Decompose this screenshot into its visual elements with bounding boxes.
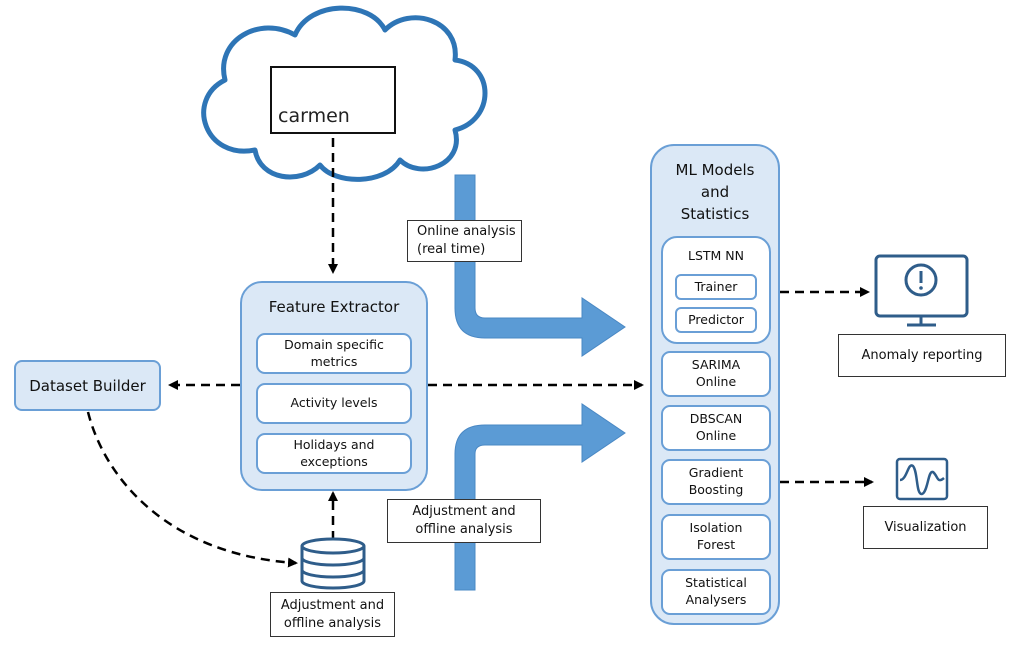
- feature-extractor: Feature Extractor Domain specific metric…: [240, 281, 428, 491]
- online-analysis-label: Online analysis (real time): [407, 220, 522, 262]
- model-isolation-forest: Isolation Forest: [661, 514, 771, 560]
- lstm-title: LSTM NN: [688, 248, 744, 263]
- lstm-predictor: Predictor: [675, 307, 757, 333]
- model-dbscan: DBSCAN Online: [661, 405, 771, 451]
- dataset-builder-title: Dataset Builder: [29, 376, 146, 395]
- online-flow-arrow: [454, 174, 626, 357]
- logo-text: carmen: [278, 105, 350, 127]
- model-gradient-boosting: Gradient Boosting: [661, 459, 771, 505]
- lstm-group: LSTM NN Trainer Predictor: [661, 236, 771, 344]
- monitor-alert-icon: [874, 254, 969, 327]
- ml-models-panel: ML Models and Statistics LSTM NN Trainer…: [650, 144, 780, 625]
- database-label: Adjustment and offline analysis: [270, 592, 395, 637]
- source-logo: carmen: [270, 66, 396, 134]
- feature-extractor-title: Feature Extractor: [268, 298, 400, 316]
- dataset-builder: Dataset Builder: [14, 360, 161, 411]
- offline-flow-arrow: [454, 403, 626, 591]
- model-statistical-analysers: Statistical Analysers: [661, 569, 771, 615]
- database-icon: [300, 537, 366, 590]
- visualization-label: Visualization: [863, 506, 988, 549]
- model-sarima: SARIMA Online: [661, 351, 771, 397]
- feature-item-holidays: Holidays and exceptions: [256, 433, 412, 474]
- offline-analysis-label: Adjustment and offline analysis: [387, 499, 541, 543]
- waveform-icon: [895, 457, 949, 501]
- ml-models-title: ML Models and Statistics: [675, 161, 755, 223]
- feature-item-domain-metrics: Domain specific metrics: [256, 333, 412, 374]
- feature-item-activity-levels: Activity levels: [256, 383, 412, 424]
- anomaly-reporting-label: Anomaly reporting: [838, 334, 1006, 377]
- lstm-trainer: Trainer: [675, 274, 757, 300]
- dashed-arrow-dataset-to-db: [86, 411, 298, 568]
